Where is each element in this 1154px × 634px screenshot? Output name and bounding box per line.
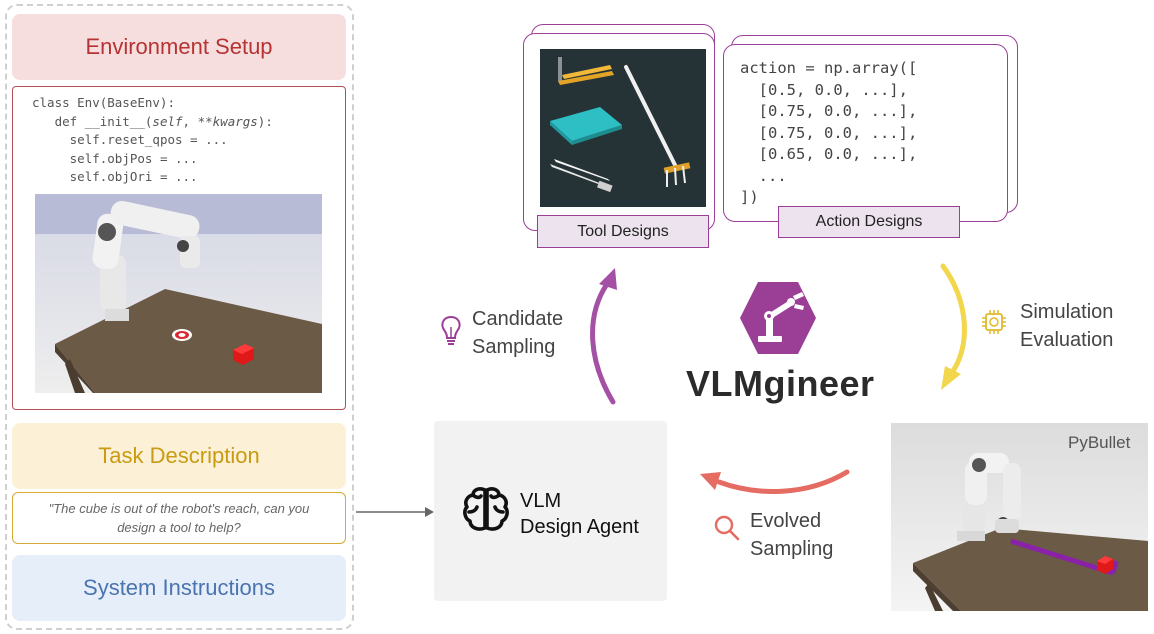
pybullet-tool (1010, 538, 1119, 576)
rake-tool-white (624, 65, 691, 187)
tray-tool-cyan (550, 107, 622, 145)
robot-arm-hexagon-icon (740, 282, 816, 354)
environment-code: class Env(BaseEnv): def __init__(self, *… (32, 95, 273, 184)
context-panel (5, 4, 354, 630)
brain-icon (463, 487, 509, 531)
lightbulb-icon (441, 315, 461, 345)
evolved-sampling-arrow (700, 469, 850, 494)
simulation-evaluation-arrow (940, 263, 967, 390)
action-code: action = np.array([ [0.5, 0.0, ...], [0.… (740, 59, 918, 206)
tool-designs-image (540, 49, 706, 207)
environment-scene-image (35, 194, 322, 393)
candidate-sampling-arrow (590, 268, 617, 405)
system-instructions-header: System Instructions (12, 555, 346, 621)
chip-icon (982, 310, 1006, 334)
task-description-header: Task Description (12, 423, 346, 489)
action-designs-card (723, 44, 1008, 222)
pybullet-scene-image (891, 423, 1148, 611)
task-quote: "The cube is out of the robot's reach, c… (12, 492, 346, 544)
fork-tool-orange (558, 57, 614, 85)
pybullet-robot-arm (957, 453, 1021, 541)
vlmgineer-title: VLMgineer (686, 363, 875, 404)
action-designs-label: Action Designs (778, 206, 960, 238)
tweezer-tool-white (550, 159, 613, 193)
pybullet-red-cube (1097, 556, 1113, 574)
context-to-agent-arrow (356, 507, 434, 517)
target-marker (172, 329, 192, 341)
environment-setup-header: Environment Setup (12, 14, 346, 80)
pybullet-label: PyBullet (1068, 433, 1131, 452)
robot-arm (92, 200, 200, 321)
red-cube (233, 344, 254, 365)
tool-designs-label: Tool Designs (537, 215, 709, 248)
search-icon (714, 515, 740, 541)
